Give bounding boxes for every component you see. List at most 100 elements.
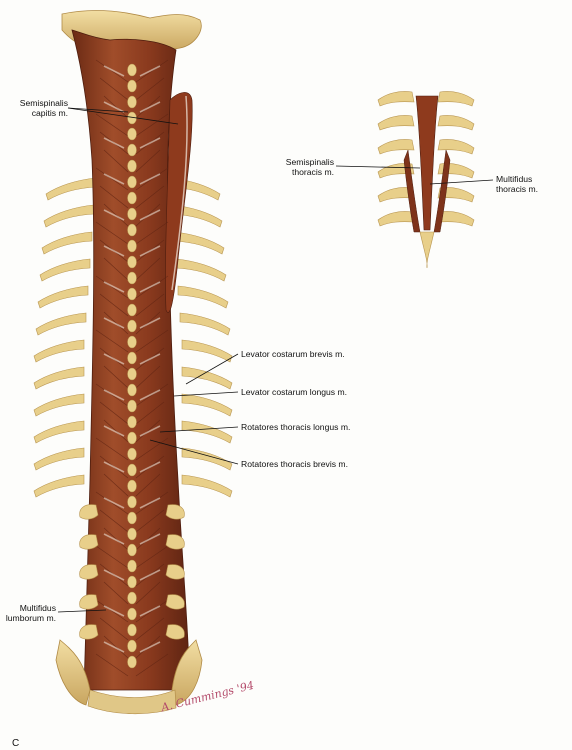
spinous-process [127,623,137,637]
tendon [103,101,125,113]
rib [41,231,93,255]
striation [95,167,129,191]
label-line: Levator costarum brevis m. [241,349,345,359]
striation [135,149,161,173]
rib [437,187,475,203]
multifidus-muscle [403,149,421,233]
striation [135,77,165,101]
tendon [139,173,161,185]
rib [437,211,475,227]
rib [39,258,91,282]
striation [135,581,161,605]
striation [135,401,165,425]
tendon [103,65,125,77]
spinous-process [127,207,137,221]
striation [95,491,129,515]
spinous-process [127,431,137,445]
label-line: capitis m. [31,108,68,118]
striation [135,509,165,533]
rib [377,115,415,131]
striation [99,77,129,101]
striation [135,167,169,191]
spinous-process [127,303,137,317]
spinous-process [127,607,137,621]
striation [95,653,129,677]
spinous-process [127,527,137,541]
tendon [103,209,125,221]
spinous-process [127,335,137,349]
leader-lines [57,107,494,613]
tendon [139,353,161,365]
rib [45,177,97,201]
striation [135,545,169,569]
striation [135,617,165,641]
tendon [139,425,161,437]
striation [135,419,161,443]
sacrum [55,639,203,715]
ribs-right [169,177,233,498]
striation [99,185,129,209]
label-line: Semispinalis [19,98,68,108]
striation [103,203,129,227]
striation [135,293,165,317]
rib [43,204,95,228]
spinous-process [127,143,137,157]
striation [135,95,161,119]
spinous-process [127,223,137,237]
tendon [103,389,125,401]
spinous-process [127,127,137,141]
spinous-process [127,559,137,573]
spinous-process [127,271,137,285]
spinous-process [127,639,137,653]
label-line: Semispinalis [285,157,334,167]
tendon [139,569,161,581]
rib [377,139,415,155]
transverse-process [79,564,99,580]
spinous-process [127,591,137,605]
transverse-process [165,504,185,520]
rib [33,393,85,417]
transverse-process [79,504,99,520]
striation [135,365,161,389]
striation [103,635,129,659]
spinous-process [127,415,137,429]
striation [99,509,129,533]
tendon [139,281,161,293]
striation [95,329,129,353]
label-multifidus-thoracis: Multifidus thoracis m. [496,174,538,194]
rib [179,312,231,336]
striation [95,59,129,83]
striation [103,149,129,173]
tendon [103,533,125,545]
rib [175,258,227,282]
rib [181,366,233,390]
label-line: Rotatores thoracis brevis m. [241,459,348,469]
tendon [139,533,161,545]
spinous-process [127,159,137,173]
tendon [139,209,161,221]
spinous-process [127,239,137,253]
rib [181,474,233,498]
spinous-process [127,191,137,205]
striation [95,383,129,407]
transverse-process [79,624,99,640]
striation [135,491,169,515]
tendon [139,641,161,653]
striation [103,419,129,443]
striation [135,275,169,299]
striation [99,401,129,425]
rib [377,187,415,203]
tendon [139,65,161,77]
transverse-process [79,594,99,610]
spinous-process [127,79,137,93]
label-line: Multifidus [496,174,533,184]
rib [437,91,475,107]
transverse-process [165,624,185,640]
tendon [103,461,125,473]
rib [37,285,89,309]
spinous-process [127,255,137,269]
spinous-process [127,383,137,397]
tendon [139,389,161,401]
striation [135,185,165,209]
striation [135,437,169,461]
